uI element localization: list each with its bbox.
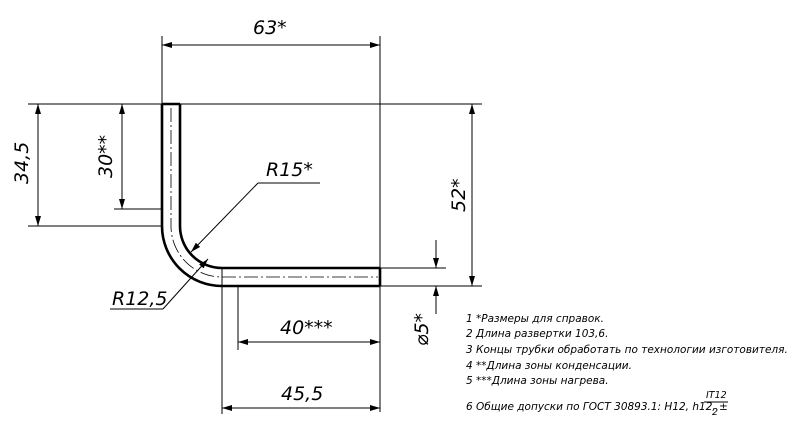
- dimension-length-bottom: 45,5: [221, 286, 380, 414]
- dimension-height-condensation: 30**: [95, 104, 162, 210]
- note-1: 1 *Размеры для справок.: [466, 313, 604, 325]
- tube-outline: [160, 102, 382, 288]
- note-3: 3 Концы трубки обработать по технологии …: [466, 344, 788, 356]
- technical-notes: 1 *Размеры для справок. 2 Длина развертк…: [466, 313, 788, 418]
- note-6-fraction-denominator: 2: [712, 407, 718, 418]
- dimension-length-heat: 40***: [237, 286, 381, 412]
- note-6-fraction-numerator: IT12: [706, 390, 727, 401]
- dimension-diameter: ⌀5*: [380, 240, 446, 346]
- dim-40-label: 40***: [280, 317, 333, 339]
- dim-r12-5-label: R12,5: [112, 288, 168, 310]
- leader-radius-outer: R15*: [190, 159, 320, 253]
- dim-52-label: 52*: [448, 178, 470, 212]
- note-2: 2 Длина развертки 103,6.: [466, 328, 608, 340]
- note-6: 6 Общие допуски по ГОСТ 30893.1: H12, h1…: [466, 401, 728, 413]
- leader-radius-inner: R12,5: [110, 258, 209, 310]
- dim-45-5-label: 45,5: [281, 383, 323, 405]
- dimension-width-total: 63*: [161, 17, 381, 268]
- dimension-height-left: 34,5: [11, 103, 162, 227]
- dim-diameter-label: ⌀5*: [411, 313, 433, 346]
- dim-63-label: 63*: [253, 17, 287, 39]
- dim-30-label: 30**: [95, 135, 117, 178]
- dim-r15-label: R15*: [266, 159, 313, 181]
- dimension-height-right: 52*: [180, 103, 482, 287]
- dim-34-5-label: 34,5: [11, 142, 33, 184]
- note-5: 5 ***Длина зоны нагрева.: [466, 375, 609, 387]
- note-4: 4 **Длина зоны конденсации.: [466, 360, 632, 372]
